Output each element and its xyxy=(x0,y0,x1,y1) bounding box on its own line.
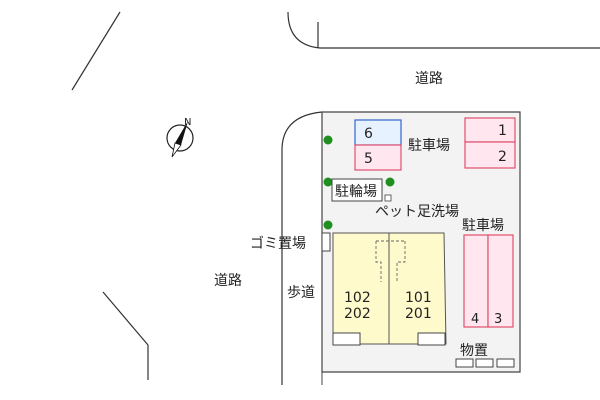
stairs-left-outline xyxy=(375,241,382,282)
unit-201-label: 201 xyxy=(405,306,432,322)
storage-box xyxy=(475,358,494,368)
sidewalk-edge xyxy=(281,111,323,385)
compass-north-label: N xyxy=(184,117,191,128)
storage-label: 物置 xyxy=(460,343,488,359)
pet-wash-fixture-icon xyxy=(384,194,392,202)
sidewalk-label: 歩道 xyxy=(287,285,315,301)
bike-parking-box xyxy=(331,178,383,202)
bike-parking-label: 駐輪場 xyxy=(335,183,377,200)
road-edge-diagonal-bottom-a xyxy=(102,291,149,346)
parking-label-top: 駐車場 xyxy=(408,137,450,154)
road-edge-diagonal-top xyxy=(71,11,121,91)
tree-icon xyxy=(323,177,333,187)
garbage-area-box xyxy=(321,232,331,252)
road-label-left: 道路 xyxy=(214,273,242,289)
parking-space-5-label: 5 xyxy=(364,151,373,167)
tree-icon xyxy=(385,177,395,187)
parking-space-2 xyxy=(464,141,516,169)
tree-icon xyxy=(323,220,333,230)
storage-box xyxy=(455,358,474,368)
parking-space-6 xyxy=(354,119,402,146)
road-label-top: 道路 xyxy=(415,71,443,87)
road-edge-top xyxy=(287,11,600,49)
parking-space-3-label: 3 xyxy=(494,312,502,327)
storage-box xyxy=(496,358,515,368)
parking-label-right: 駐車場 xyxy=(462,217,504,234)
unit-202-label: 202 xyxy=(344,306,371,322)
unit-entry-box-right xyxy=(417,332,446,346)
parking-space-1 xyxy=(464,117,516,143)
unit-entry-box-left xyxy=(332,332,361,346)
parking-space-5 xyxy=(354,144,402,171)
stairs-right-outline xyxy=(396,241,406,282)
parking-space-4-label: 4 xyxy=(471,312,479,327)
unit-102-label: 102 xyxy=(344,290,371,306)
parking-space-6-label: 6 xyxy=(364,126,373,142)
pet-wash-label: ペット足洗場 xyxy=(375,204,459,220)
garbage-label: ゴミ置場 xyxy=(250,235,306,252)
compass-icon: N xyxy=(166,117,194,158)
tree-icon xyxy=(323,135,333,145)
parking-space-2-label: 2 xyxy=(498,149,507,165)
parking-space-3 xyxy=(487,234,514,328)
parking-space-1-label: 1 xyxy=(498,123,507,139)
unit-101-label: 101 xyxy=(405,290,432,306)
